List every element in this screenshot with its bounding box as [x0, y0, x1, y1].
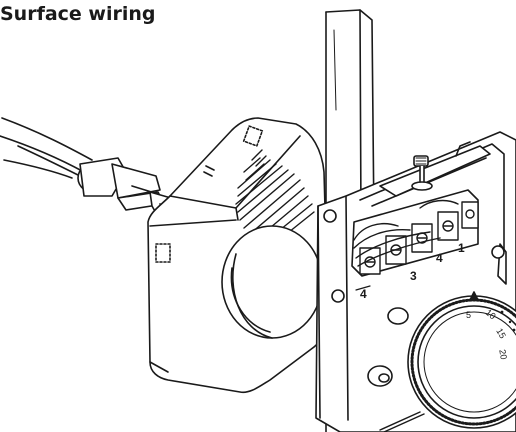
dial-scale-label: 15 [494, 327, 508, 341]
terminal-label: 4 [436, 251, 443, 265]
terminal-label: 4 [360, 287, 367, 301]
plate-hole [387, 307, 409, 325]
plate-hole [331, 289, 345, 303]
dial-scale-label: 10 [484, 307, 498, 321]
dial-scale-label: 20 [497, 349, 509, 361]
terminal-label: 1 [458, 241, 465, 255]
temperature-dial: 5 10 15 20 [407, 291, 516, 429]
terminal-screw [359, 201, 479, 275]
pliers-illustration [0, 117, 183, 221]
cover-knob [221, 225, 323, 339]
thermostat-cover [147, 117, 329, 394]
plate-hole [323, 209, 337, 223]
dial-scale-label: 5 [466, 310, 471, 320]
terminal-label: 3 [410, 269, 417, 283]
wires [353, 199, 459, 267]
page-title: Surface wiring [0, 3, 156, 25]
fixing-screw [411, 155, 433, 191]
